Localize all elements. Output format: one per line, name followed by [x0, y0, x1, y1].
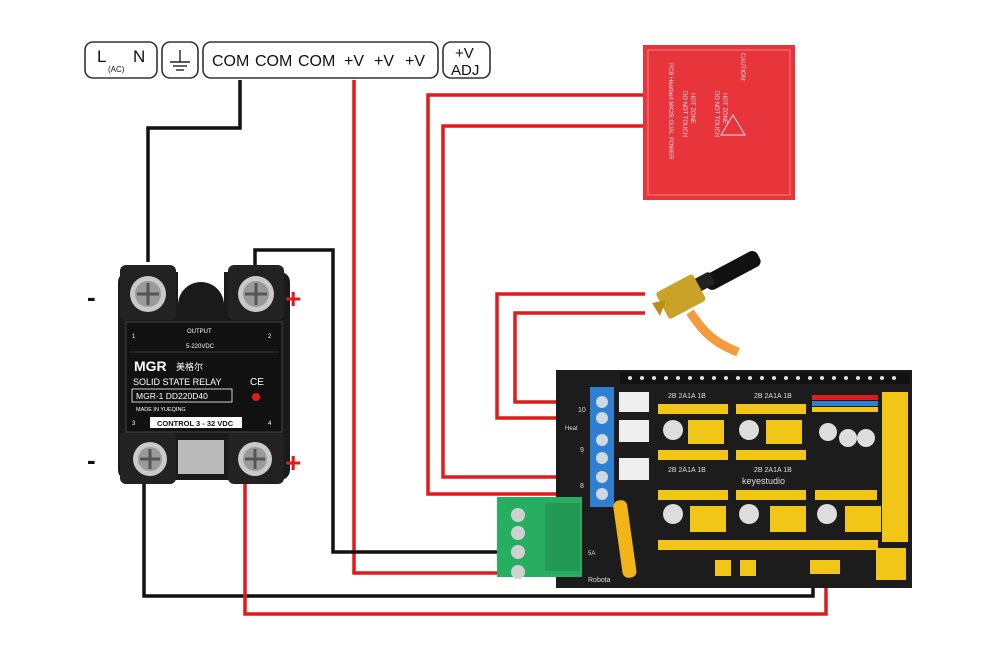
relay-plus-top: +: [285, 283, 301, 314]
power-5a-label: 5A: [588, 551, 595, 557]
ac-live-label: L: [97, 47, 106, 66]
relay-control-label: CONTROL 3 - 32 VDC: [157, 419, 234, 428]
wire-heatbed-2: [441, 124, 643, 479]
relay-minus-bottom: -: [87, 445, 96, 475]
hotend-brass-block: [652, 274, 706, 319]
heatbed-pcb: [643, 45, 795, 200]
com-label-2: COM: [255, 53, 292, 70]
driver-silk-label-3: 2B 2A1A 1B: [668, 467, 706, 474]
v-label-1: +V: [344, 53, 364, 70]
terminal-d9-label: 9: [580, 447, 584, 454]
v-label-2: +V: [374, 53, 394, 70]
heater-terminal-block: 10 9 8 Heat: [565, 387, 614, 507]
wire-hotend-1: [495, 292, 645, 420]
relay-screw-top-right: [238, 276, 274, 312]
relay-pin-4: 4: [268, 421, 272, 427]
fuse: [613, 500, 637, 578]
ramps-aux-header-right: [882, 392, 908, 542]
solid-state-relay: 1 OUTPUT 5-220VDC 2 MGR 美格尔 SOLID STATE …: [87, 265, 301, 484]
relay-brand-cn: 美格尔: [176, 361, 203, 373]
terminal-d10-label: 10: [578, 407, 586, 414]
heated-bed: CAUTION: HOT ZONE DO NOT TOUCH HOT ZONE …: [643, 45, 795, 200]
wire-v-to-board-power: [352, 80, 513, 575]
heatbed-caution: CAUTION:: [739, 53, 745, 82]
relay-plus-bottom: +: [285, 447, 301, 478]
capacitors: [663, 420, 875, 524]
com-label-1: COM: [212, 53, 249, 70]
relay-screw-bottom-right: [238, 442, 272, 476]
robota-label: Robota: [588, 577, 611, 584]
ac-neutral-label: N: [133, 47, 145, 66]
relay-type: SOLID STATE RELAY: [133, 377, 222, 387]
heatbed-do-not-touch-2: DO NOT TOUCH: [681, 91, 687, 137]
ground-icon: [170, 50, 190, 71]
relay-model: MGR-1 DD220D40: [136, 391, 208, 401]
adj-terminal: [442, 41, 491, 79]
ac-input-terminal: [84, 41, 158, 79]
wire-com-to-relay-minus: [146, 80, 242, 262]
heatbed-pcb-title: PCB Heatbed MK2B DUAL POWER: [667, 63, 673, 160]
relay-output-title: OUTPUT: [187, 329, 212, 335]
wire-heatbed-1: [426, 93, 643, 496]
relay-pin-2: 2: [268, 334, 272, 340]
relay-output-range: 5-220VDC: [186, 344, 215, 350]
wire-relay-plus-to-board: [253, 248, 513, 554]
ramps-brand-logo: keyestudio: [742, 476, 785, 486]
stepper-driver-row-2: [658, 490, 881, 550]
mosfet-1: [619, 392, 649, 412]
driver-silk-label-1: 2B 2A1A 1B: [668, 393, 706, 400]
adj-top-label: +V: [455, 45, 474, 62]
relay-pin-1: 1: [132, 334, 136, 340]
aux-header-bottom: [810, 560, 840, 574]
dc-output-terminal: [202, 41, 439, 79]
relay-made-in: MADE IN YUEQING: [136, 407, 186, 413]
heatbed-hot-zone-2: HOT ZONE: [689, 93, 695, 124]
ramps-board: 2B 2A1A 1B 2B 2A1A 1B 2B 2A1A 1B 2B 2A1A…: [497, 370, 912, 588]
power-input-terminal-block: [497, 497, 582, 579]
terminal-d8-label: 8: [580, 483, 584, 490]
relay-pin-3: 3: [132, 421, 136, 427]
relay-minus-top: -: [87, 282, 96, 312]
mosfet-3: [619, 458, 649, 480]
adj-bottom-label: ADJ: [451, 62, 479, 79]
wire-relay-control-plus: [243, 478, 828, 616]
terminal-heat-label: Heat: [565, 426, 578, 432]
power-supply-terminals: L (AC) N COM COM COM +V +V +V +V ADJ: [84, 41, 491, 79]
ramps-pcb: [556, 370, 912, 588]
hot-surface-warning-icon: [720, 114, 746, 136]
v-label-3: +V: [405, 53, 425, 70]
com-label-3: COM: [298, 53, 335, 70]
relay-screw-bottom-left: [133, 442, 167, 476]
heatbed-hot-zone-1: HOT ZONE: [721, 93, 727, 124]
ac-note-label: (AC): [108, 65, 125, 74]
driver-silk-label-2: 2B 2A1A 1B: [754, 393, 792, 400]
relay-label-plate: [125, 321, 283, 433]
mosfet-2: [619, 420, 649, 442]
relay-screw-top-left: [130, 276, 166, 312]
heatbed-do-not-touch-1: DO NOT TOUCH: [713, 91, 719, 137]
stepper-driver-row-1: [658, 404, 806, 460]
driver-silk-label-4: 2B 2A1A 1B: [754, 467, 792, 474]
endstop-pins: [812, 395, 878, 412]
relay-ce-mark: CE: [250, 377, 264, 388]
relay-led-indicator: [252, 393, 260, 401]
hotend-wire-bundle: [686, 309, 740, 357]
relay-brand: MGR: [134, 358, 167, 374]
hotend-heater: [652, 250, 761, 357]
